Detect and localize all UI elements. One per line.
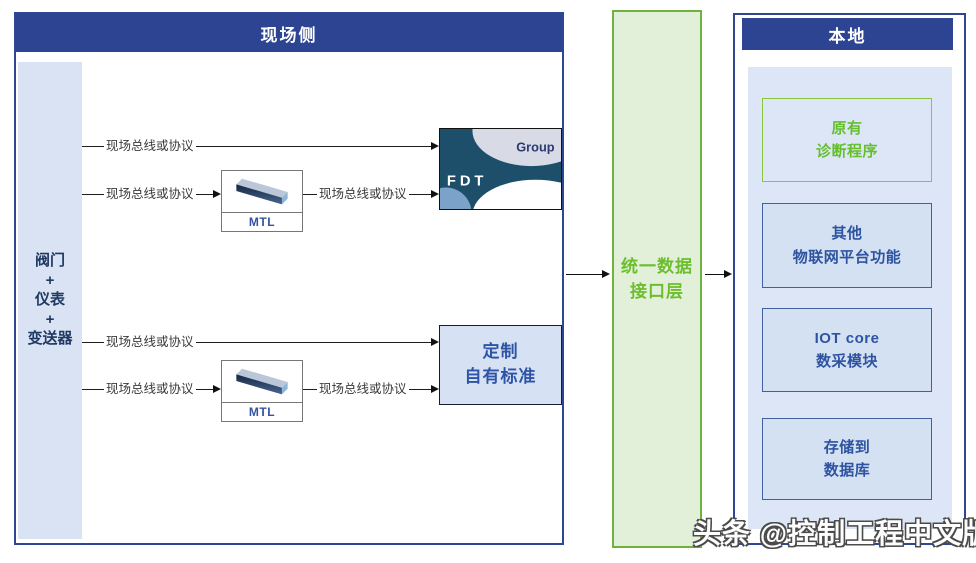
stack-line-instrument: 仪表 [34, 291, 65, 309]
bus-label: 现场总线或协议 [106, 381, 194, 396]
module-store-to-database: 存储到 数据库 [762, 418, 932, 500]
arrowhead-icon [431, 190, 439, 198]
bus-arrow-row-2a: 现场总线或协议 [82, 186, 221, 202]
arrowhead-icon [213, 190, 221, 198]
bus-arrow-row-2b: 现场总线或协议 [303, 186, 439, 202]
stack-line-valve: 阀门 [34, 252, 65, 270]
fdt-brand-word: FDT [447, 174, 487, 190]
flow-line [705, 273, 724, 275]
stack-line-transmitter: 变送器 [27, 330, 73, 348]
arrowhead-icon [213, 385, 221, 393]
module-iot-core-daq: IOT core 数采模块 [762, 308, 932, 392]
arrowhead-icon [602, 270, 610, 278]
bus-arrow-row-4a: 现场总线或协议 [82, 381, 221, 397]
module-line: 原有 [831, 119, 863, 137]
fdt-group-word: Group [516, 139, 555, 154]
arrowhead-icon [724, 270, 732, 278]
arrowhead-icon [431, 142, 439, 150]
bus-line [195, 388, 213, 390]
module-line: IOT core [814, 329, 880, 347]
mtl-box-2: MTL [221, 360, 303, 422]
local-modules-panel: 原有 诊断程序 其他 物联网平台功能 IOT core 数采模块 存储到 数据库 [748, 67, 952, 529]
bus-line [82, 193, 104, 195]
bus-line [195, 145, 431, 147]
module-line: 存储到 [823, 438, 871, 456]
plus-sign: + [45, 310, 55, 328]
bus-line [82, 341, 104, 343]
module-line: 诊断程序 [815, 143, 878, 160]
mtl-device-icon [222, 361, 302, 402]
watermark-text: 头条 @控制工程中文版 [693, 518, 976, 549]
module-legacy-diagnostics: 原有 诊断程序 [762, 98, 932, 182]
bus-arrow-row-4b: 现场总线或协议 [303, 381, 439, 397]
local-side-panel: 本地 原有 诊断程序 其他 物联网平台功能 IOT core 数采模块 存储到 … [733, 13, 966, 545]
mtl-device-icon [222, 171, 302, 212]
bus-arrow-row-1: 现场总线或协议 [82, 138, 439, 154]
fdt-group-logo: Group FDT [439, 128, 562, 210]
module-line: 物联网平台功能 [792, 248, 902, 266]
bus-line [408, 388, 431, 390]
mtl-label: MTL [222, 402, 302, 421]
arrowhead-icon [431, 385, 439, 393]
bus-label: 现场总线或协议 [106, 138, 194, 153]
bus-line [303, 388, 317, 390]
flow-arrow-interface-to-local [705, 267, 732, 281]
mtl-label: MTL [222, 212, 302, 231]
custom-standard-line1: 定制 [482, 342, 519, 362]
flow-arrow-field-to-interface [566, 267, 610, 281]
plus-sign: + [45, 271, 55, 289]
bus-label: 现场总线或协议 [319, 381, 407, 396]
device-stack: 阀门 + 仪表 + 变送器 [18, 62, 82, 539]
unified-data-interface-layer: 统一数据 接口层 [612, 10, 702, 548]
field-side-panel: 现场侧 阀门 + 仪表 + 变送器 现场总线或协议 现场总线或协议 现场总线或协… [14, 12, 564, 545]
module-iot-platform-functions: 其他 物联网平台功能 [762, 203, 932, 288]
interface-layer-line1: 统一数据 [621, 256, 693, 276]
module-line: 其他 [831, 225, 863, 243]
bus-label: 现场总线或协议 [319, 186, 407, 201]
bus-arrow-row-3: 现场总线或协议 [82, 334, 439, 350]
bus-line [303, 193, 317, 195]
arrowhead-icon [431, 338, 439, 346]
interface-layer-line2: 接口层 [630, 282, 684, 301]
bus-label: 现场总线或协议 [106, 334, 194, 349]
bus-line [195, 341, 431, 343]
mtl-box-1: MTL [221, 170, 303, 232]
bus-line [82, 388, 104, 390]
bus-line [82, 145, 104, 147]
bus-line [408, 193, 431, 195]
custom-standard-line2: 自有标准 [464, 367, 537, 386]
custom-standard-box: 定制 自有标准 [439, 325, 562, 405]
bus-line [195, 193, 213, 195]
field-panel-header: 现场侧 [16, 14, 562, 52]
local-panel-header: 本地 [742, 18, 953, 50]
module-line: 数据库 [823, 462, 871, 479]
module-line: 数采模块 [815, 353, 878, 370]
bus-label: 现场总线或协议 [106, 186, 194, 201]
flow-line [566, 273, 602, 275]
